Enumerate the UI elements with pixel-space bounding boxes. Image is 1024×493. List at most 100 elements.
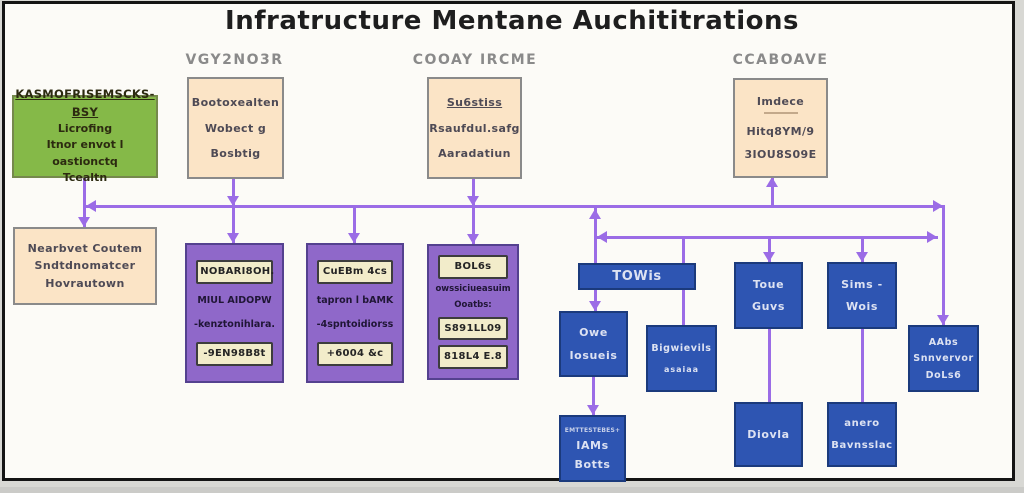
node-line: IAMs bbox=[576, 439, 609, 452]
chip-label: NOBARI8OH. bbox=[196, 260, 274, 284]
green-to-row2-line bbox=[83, 177, 86, 227]
node-line: KASMOFRISEMSCKS-BSY bbox=[15, 87, 155, 119]
node-line: Imdece bbox=[756, 94, 805, 108]
arrowhead-into-purple-b bbox=[348, 233, 360, 243]
bus-line bbox=[86, 205, 944, 208]
node-purple-b: CuEBm 4cs tapron l bAMK -4spntoidiorss +… bbox=[306, 243, 404, 383]
node-line: DoLs6 bbox=[925, 369, 962, 381]
node-line: 3IOU8S09E bbox=[744, 148, 817, 162]
node-vendor: Bootoxealten Wobect g Bosbtig bbox=[187, 77, 284, 179]
arrowhead-into-sims bbox=[856, 252, 868, 262]
node-diovla: Diovla bbox=[734, 402, 803, 467]
node-line: anero bbox=[844, 418, 880, 430]
node-line: Toue bbox=[752, 277, 785, 291]
column-header-ccaboave: CCABOAVE bbox=[732, 52, 829, 68]
node-owe: Owe Iosueis bbox=[559, 311, 628, 377]
arrowhead-into-aabs bbox=[937, 315, 949, 325]
sims-to-anero-line bbox=[861, 329, 864, 402]
node-line: Hitq8YM/9 bbox=[746, 124, 815, 138]
node-line: Iosueis bbox=[569, 348, 618, 362]
chip-label: -9EN98B8t bbox=[196, 342, 273, 366]
control-column-line bbox=[472, 178, 475, 244]
chip-label: 818L4 E.8 bbox=[437, 345, 509, 369]
node-line: Botts bbox=[574, 457, 611, 471]
diagram-title: Infratructure Mentane Auchititrations bbox=[225, 6, 799, 36]
toue-to-diovla-line bbox=[768, 329, 771, 402]
node-line: owssiciueasuim bbox=[435, 283, 511, 294]
bus-to-toue-line bbox=[768, 238, 771, 262]
node-line: Itnor envot l oastionctq bbox=[46, 138, 124, 168]
node-row2-left: Nearbvet Coutem Sndtdnomatcer Hovrautown bbox=[13, 227, 157, 305]
chip-label: +6004 &c bbox=[317, 342, 393, 366]
bus-to-towis-line bbox=[594, 207, 597, 263]
arrowhead-into-row2-box bbox=[78, 217, 90, 227]
arrowhead-into-owe bbox=[589, 301, 601, 311]
node-purple-a: NOBARI8OH. MIUL AIDOPW -kenztonihlara. -… bbox=[185, 243, 284, 383]
node-line: Bosbtig bbox=[210, 147, 261, 161]
bus-to-aabs-line bbox=[942, 205, 945, 325]
arrowhead-into-toue bbox=[763, 252, 775, 262]
node-toue: Toue Guvs bbox=[734, 262, 803, 329]
bottom-strip bbox=[0, 487, 1024, 493]
arrowhead-into-iams bbox=[587, 405, 599, 415]
node-line: Wobect g bbox=[204, 121, 267, 135]
divider bbox=[763, 112, 798, 115]
towis-to-owe-line bbox=[594, 288, 597, 311]
arrowhead-into-purple-c bbox=[467, 234, 479, 244]
node-line: Ooatbs: bbox=[454, 300, 492, 311]
node-line: Nearbvet Coutem bbox=[27, 242, 143, 256]
node-line: Diovla bbox=[747, 428, 790, 441]
node-caption: EMTTESTEBES+ bbox=[564, 426, 621, 434]
node-line: Su6stiss bbox=[446, 95, 503, 109]
arrowhead-vendor-at-bus bbox=[227, 196, 239, 206]
node-towis: TOWis bbox=[578, 263, 696, 290]
node-line: Owe bbox=[579, 326, 608, 340]
node-line: Wois bbox=[845, 300, 879, 314]
vendor-column-line bbox=[232, 178, 235, 243]
node-control: Su6stiss Rsaufdul.safg Aaradatiun bbox=[427, 77, 522, 179]
node-line: Licrofing bbox=[57, 121, 113, 135]
node-line: Bavnsslac bbox=[831, 439, 893, 451]
node-ccaboave: Imdece Hitq8YM/9 3IOU8S09E bbox=[733, 78, 828, 178]
chip-label: S891LL09 bbox=[437, 316, 509, 341]
node-purple-c: BOL6s owssiciueasuim Ooatbs: S891LL09 81… bbox=[427, 244, 519, 380]
node-line: Rsaufdul.safg bbox=[429, 121, 520, 135]
node-sims: Sims - Wois bbox=[827, 262, 897, 329]
node-line: tapron l bAMK bbox=[316, 294, 394, 306]
node-line: Sims - bbox=[841, 277, 883, 291]
arrowhead-secondary-right bbox=[927, 231, 937, 243]
column-header-vendor: VGY2NO3R bbox=[185, 52, 284, 68]
node-line: MIUL AIDOPW bbox=[197, 294, 272, 306]
arrowhead-bus-left bbox=[86, 200, 96, 212]
bus-to-ccaboave-line bbox=[771, 177, 774, 207]
node-line: TOWis bbox=[612, 269, 662, 284]
arrowhead-secondary-left bbox=[597, 231, 607, 243]
column-header-control: COOAY IRCME bbox=[412, 52, 538, 68]
chip-label: CuEBm 4cs bbox=[317, 260, 393, 284]
node-line: Snnvervor bbox=[913, 353, 974, 364]
owe-to-iams-line bbox=[592, 377, 595, 415]
bus-to-sims-line bbox=[861, 238, 864, 262]
node-anero: anero Bavnsslac bbox=[827, 402, 897, 467]
arrowhead-into-purple-a bbox=[227, 233, 239, 243]
chip-label: BOL6s bbox=[437, 255, 509, 279]
node-line: -4spntoidiorss bbox=[316, 318, 394, 330]
node-line: -kenztonihlara. bbox=[194, 318, 275, 330]
node-line: asaiaa bbox=[663, 365, 700, 375]
node-green-legend: KASMOFRISEMSCKS-BSY Licrofing Itnor envo… bbox=[12, 87, 158, 184]
node-line: Sndtdnomatcer bbox=[34, 259, 136, 273]
node-iams: EMTTESTEBES+ IAMs Botts bbox=[559, 415, 626, 482]
arrowhead-control-at-bus bbox=[467, 196, 479, 206]
secondary-bus-line bbox=[595, 236, 938, 239]
arrowhead-bus-right bbox=[933, 200, 943, 212]
node-aabs: AAbs Snnvervor DoLs6 bbox=[908, 325, 979, 392]
node-line: Aaradatiun bbox=[438, 147, 511, 161]
node-line: Guvs bbox=[752, 300, 785, 314]
arrowhead-towis-to-bus bbox=[589, 209, 601, 219]
node-bigwevils: Bigwievils asaiaa bbox=[646, 325, 717, 392]
node-line: Tcealtn bbox=[62, 171, 108, 185]
bus-to-purple-b-line bbox=[353, 207, 356, 243]
node-line: AAbs bbox=[928, 336, 959, 348]
node-line: Hovrautown bbox=[45, 276, 125, 290]
